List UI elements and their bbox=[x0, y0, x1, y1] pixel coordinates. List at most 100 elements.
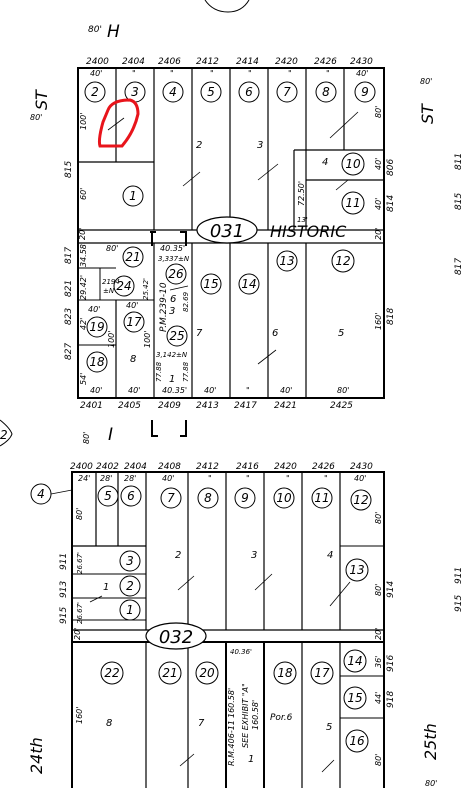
parcel-b-9: 9 bbox=[241, 491, 249, 505]
addr-911: 911 bbox=[59, 553, 69, 570]
addr-2425: 2425 bbox=[330, 401, 353, 411]
addr-914: 914 bbox=[386, 581, 396, 598]
lot-b-2: 2 bbox=[175, 550, 181, 561]
lot-5: 5 bbox=[338, 328, 344, 339]
parcel-b-18: 18 bbox=[277, 666, 293, 680]
addr-823: 823 bbox=[64, 308, 74, 325]
parcel-b-5: 5 bbox=[104, 489, 112, 503]
addr-2421: 2421 bbox=[274, 401, 297, 411]
dim-82-69: 82.69 bbox=[182, 291, 190, 312]
width-top-6: " bbox=[288, 69, 292, 78]
dim-100-a: 100' bbox=[79, 113, 88, 130]
parcel-b-22: 22 bbox=[104, 666, 119, 680]
map-page-032: 032 bbox=[159, 627, 193, 648]
addr-2417: 2417 bbox=[234, 401, 257, 411]
parcel-b-4: 4 bbox=[37, 487, 45, 501]
width-b-9: 40' bbox=[354, 474, 366, 483]
dim-b-160-58-a: 160.58' bbox=[227, 688, 236, 718]
addr-827: 827 bbox=[64, 343, 74, 360]
lot-8: 8 bbox=[130, 354, 136, 365]
24th-street-label: 24th bbox=[27, 737, 46, 774]
addr-b-2408: 2408 bbox=[158, 462, 181, 472]
dim-b-26-67-a: 26.67' bbox=[76, 552, 84, 574]
lot-b-5: 5 bbox=[326, 722, 332, 733]
dim-2194: 2194 bbox=[102, 278, 120, 286]
dim-b-80-c: 80' bbox=[374, 584, 383, 596]
bottom-block-outline-upper bbox=[71, 471, 385, 643]
lot-4: 4 bbox=[322, 157, 328, 168]
dim-34-58: 34.58' bbox=[79, 242, 88, 267]
addr-b-2430: 2430 bbox=[350, 462, 373, 472]
i-street-label: I bbox=[108, 425, 113, 445]
dim-13: 13' bbox=[297, 216, 308, 224]
addr-817: 817 bbox=[64, 247, 74, 264]
dim-3142: 3,142±N bbox=[156, 351, 188, 359]
addr-b-2426: 2426 bbox=[312, 462, 335, 472]
parcel-17: 17 bbox=[126, 315, 142, 329]
addr-b-2412: 2412 bbox=[196, 462, 219, 472]
dim-b-20-a: 20' bbox=[73, 628, 82, 640]
far-right-addr-911: 911 bbox=[454, 567, 462, 584]
lot-7: 7 bbox=[196, 328, 203, 339]
dim-20-a: 20' bbox=[78, 228, 87, 240]
h-street-label: H bbox=[107, 22, 120, 42]
dim-b-80-d: 80' bbox=[374, 754, 383, 766]
parcel-6: 6 bbox=[245, 85, 253, 99]
addr-2406: 2406 bbox=[158, 57, 181, 67]
addr-815: 815 bbox=[64, 161, 74, 178]
left-edge-circle bbox=[0, 419, 13, 447]
parcel-5: 5 bbox=[207, 85, 215, 99]
map-page-031: 031 bbox=[210, 221, 244, 242]
lot-3: 3 bbox=[257, 140, 263, 151]
width-top-5: " bbox=[248, 69, 252, 78]
addr-2412: 2412 bbox=[196, 57, 219, 67]
dim-54: 54' bbox=[79, 373, 88, 385]
parcel-3: 3 bbox=[131, 85, 139, 99]
parcel-b-12: 12 bbox=[353, 493, 368, 507]
lot-b-3: 3 bbox=[251, 550, 257, 561]
st-left-width: 80' bbox=[30, 113, 42, 122]
width-b-7: " bbox=[286, 474, 290, 483]
far-right-addr-817: 817 bbox=[454, 258, 462, 275]
parcel-2: 2 bbox=[91, 85, 99, 99]
dim-60: 60' bbox=[79, 188, 88, 200]
parcel-25: 25 bbox=[169, 329, 184, 343]
rm-label: R.M.406-11 bbox=[227, 720, 236, 766]
left-edge-circle-number: 2 bbox=[0, 428, 8, 442]
addr-818: 818 bbox=[386, 308, 396, 325]
dim-40-b: 40' bbox=[374, 198, 383, 210]
parcel-14: 14 bbox=[241, 277, 256, 291]
dim-40-d: 40' bbox=[126, 301, 138, 310]
dim-100-c: 100' bbox=[143, 331, 152, 348]
addr-b-2400: 2400 bbox=[70, 462, 93, 472]
lot-b-4: 4 bbox=[327, 550, 333, 561]
parcel-24: 24 bbox=[116, 279, 131, 293]
addr-915: 915 bbox=[59, 607, 69, 624]
parcel-b-17: 17 bbox=[314, 666, 330, 680]
dim-b-160: 160' bbox=[75, 707, 84, 724]
parcel-12: 12 bbox=[335, 254, 350, 268]
map-page-circle-top bbox=[204, 0, 250, 13]
parcel-b-10: 10 bbox=[276, 491, 292, 505]
dim-80-b: 80' bbox=[106, 244, 118, 253]
lot-1-pm: 1 bbox=[169, 374, 175, 385]
dim-2194-n: ±N bbox=[103, 287, 115, 295]
addr-2401: 2401 bbox=[80, 401, 103, 411]
addr-913: 913 bbox=[59, 581, 69, 598]
lot-b-1: 1 bbox=[103, 582, 109, 593]
dim-3337: 3,337±N bbox=[158, 255, 190, 263]
addr-806: 806 bbox=[386, 159, 396, 176]
bottom-block: 2400 2402 2404 2408 2412 2416 2420 2426 … bbox=[30, 462, 462, 788]
width-bottom-7: 80' bbox=[337, 386, 349, 395]
parcel-9: 9 bbox=[361, 85, 369, 99]
addr-821: 821 bbox=[64, 280, 74, 297]
parcel-b-2: 2 bbox=[126, 579, 134, 593]
addr-2405: 2405 bbox=[118, 401, 141, 411]
lot-6: 6 bbox=[272, 328, 278, 339]
width-bottom-3: 40.35' bbox=[162, 386, 187, 395]
width-bottom-6: 40' bbox=[280, 386, 292, 395]
lot-6-pm: 6 bbox=[170, 294, 176, 305]
map-page-031-oval bbox=[196, 216, 258, 244]
width-top-1: 40' bbox=[90, 69, 102, 78]
lot-2: 2 bbox=[196, 140, 202, 151]
